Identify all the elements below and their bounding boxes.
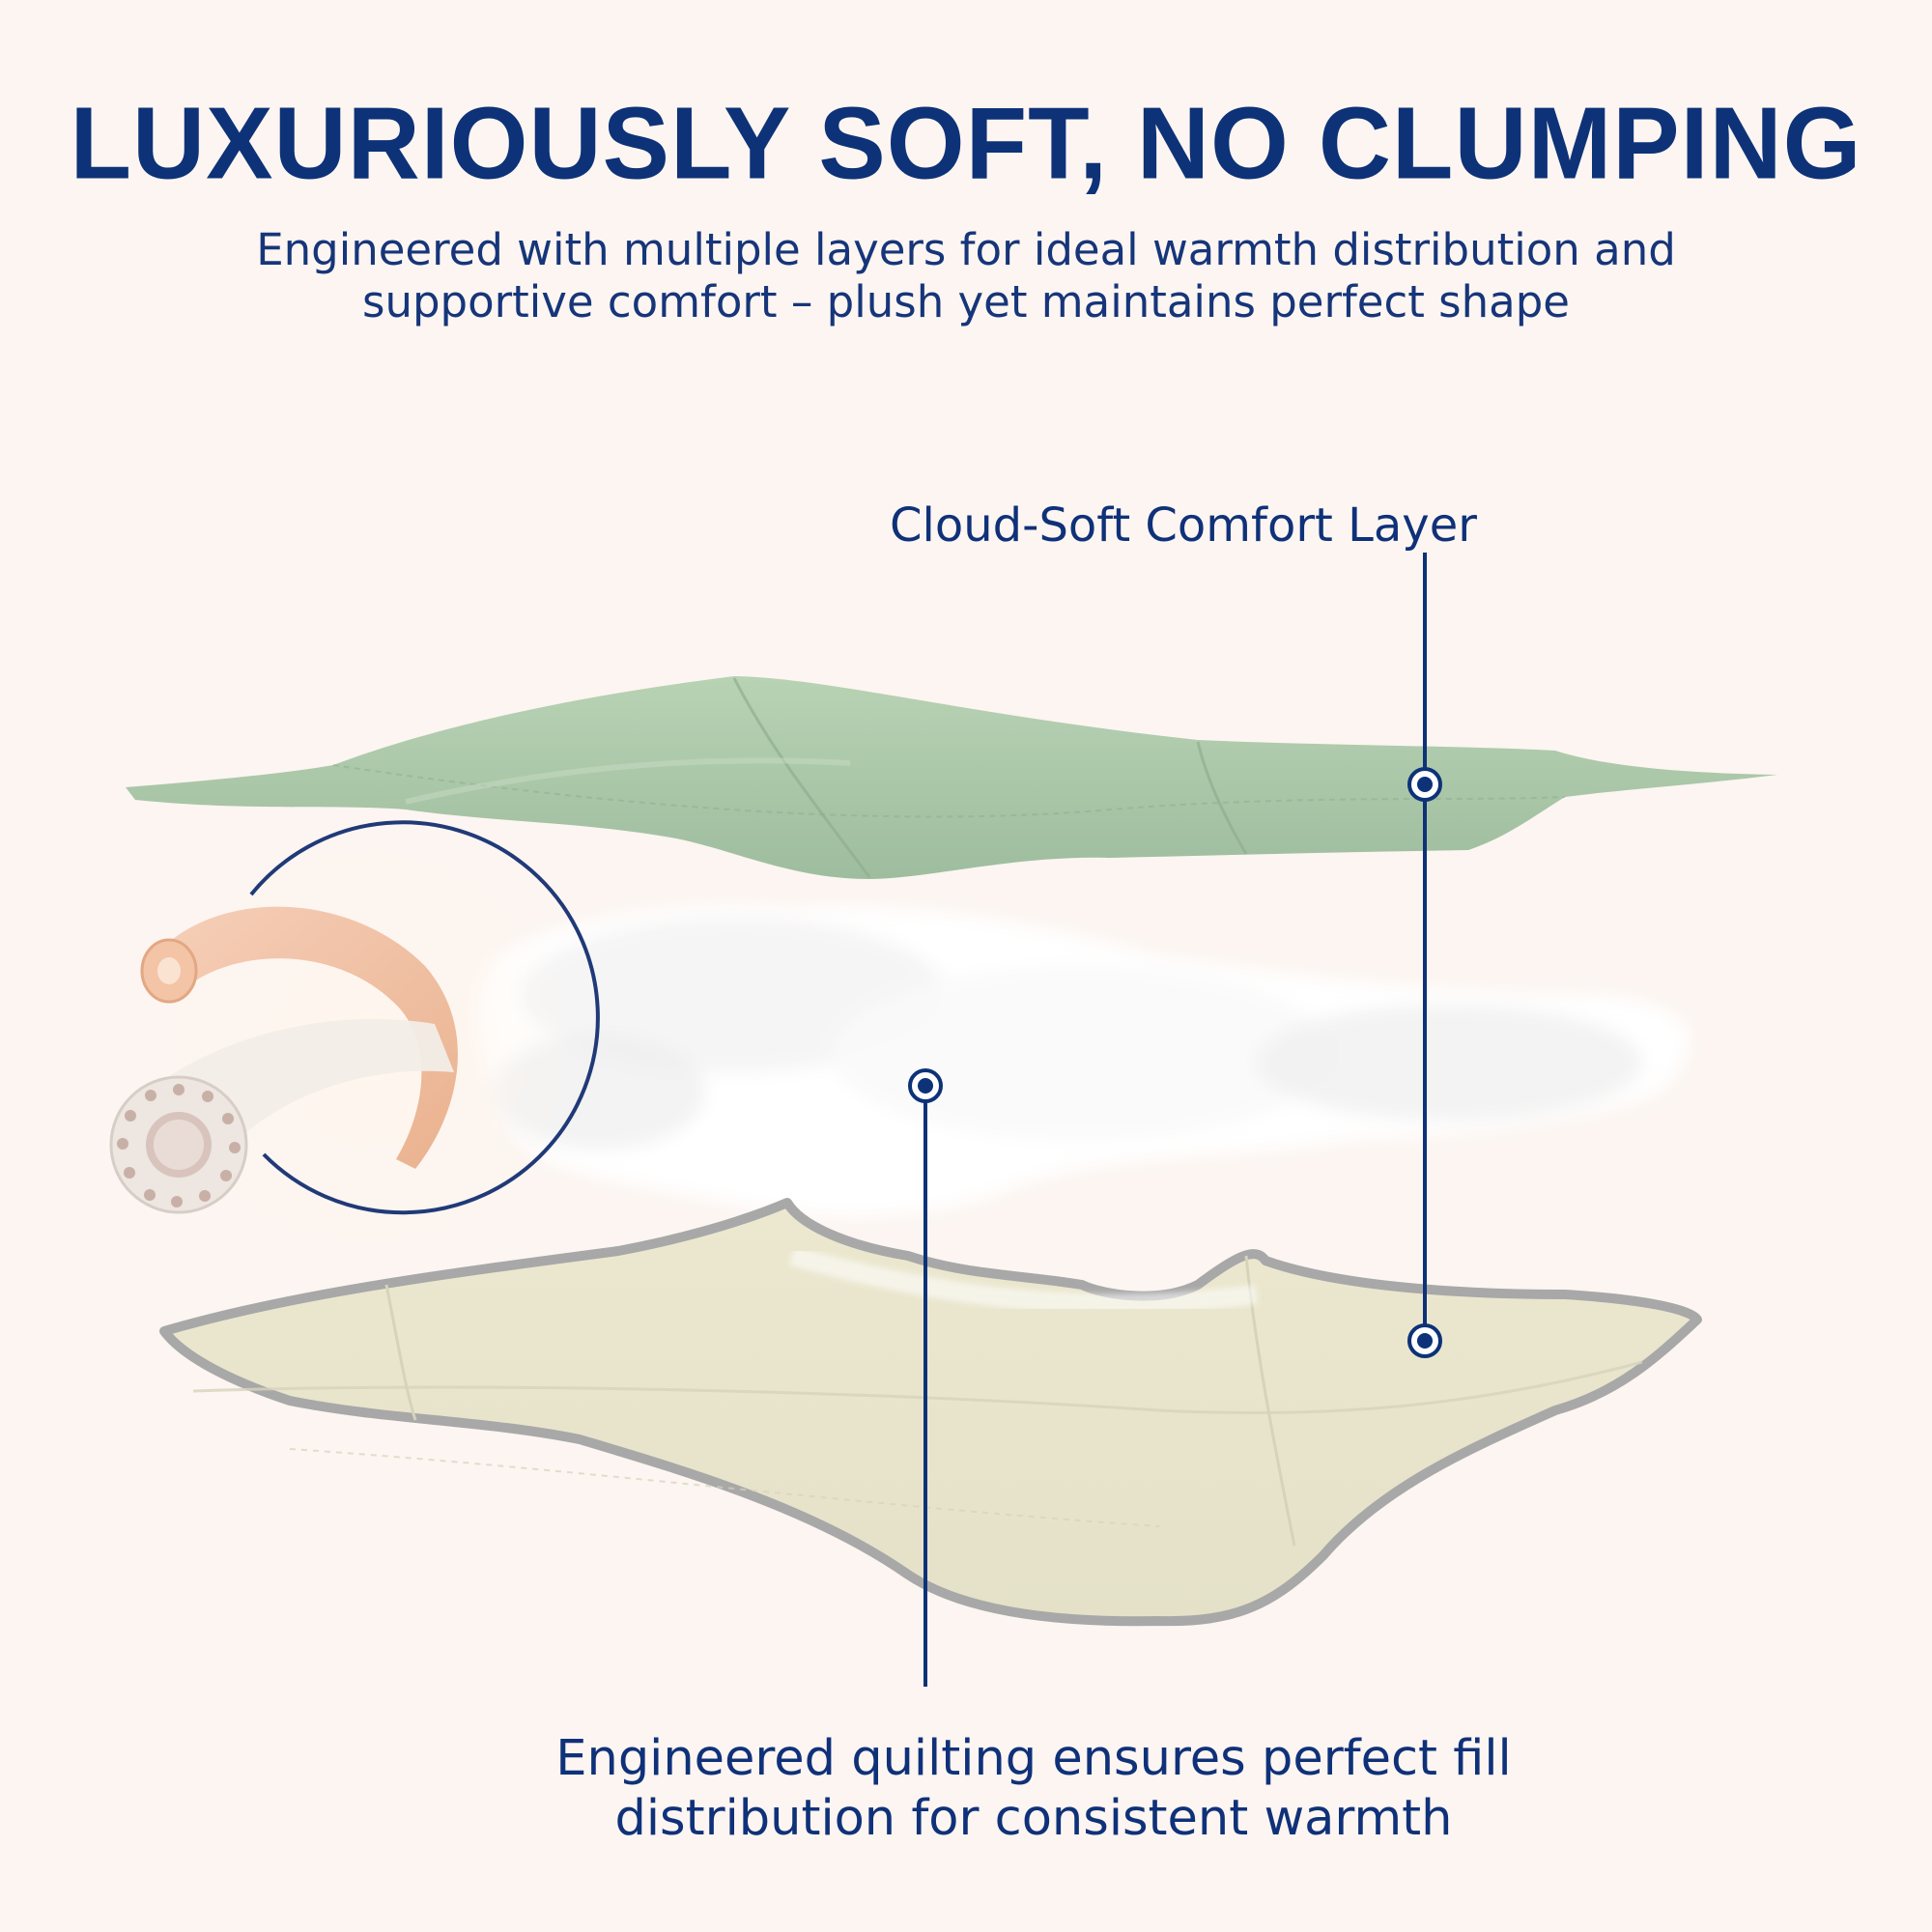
cloud-fiber-layer xyxy=(474,905,1690,1217)
sage-top-layer xyxy=(126,676,1777,879)
callout-marker-sage xyxy=(1407,767,1442,802)
subtitle-line-2: supportive comfort – plush yet maintains… xyxy=(362,276,1570,327)
quilting-caption: Engineered quilting ensures perfect fill… xyxy=(406,1729,1662,1849)
callout-marker-cream xyxy=(1407,1323,1442,1358)
quilting-caption-line-2: distribution for consistent warmth xyxy=(614,1790,1453,1847)
quilting-caption-line-1: Engineered quilting ensures perfect fill xyxy=(555,1730,1512,1787)
fiber-cross-section-inset xyxy=(109,820,600,1256)
page-title: LUXURIOUSLY SOFT, NO CLUMPING xyxy=(70,86,1862,202)
subtitle-line-1: Engineered with multiple layers for idea… xyxy=(256,224,1676,275)
cream-bottom-layer xyxy=(159,1198,1702,1627)
comfort-layer-label: Cloud-Soft Comfort Layer xyxy=(890,498,1477,553)
callout-marker-cloud xyxy=(908,1068,943,1103)
page-subtitle: Engineered with multiple layers for idea… xyxy=(0,224,1932,328)
